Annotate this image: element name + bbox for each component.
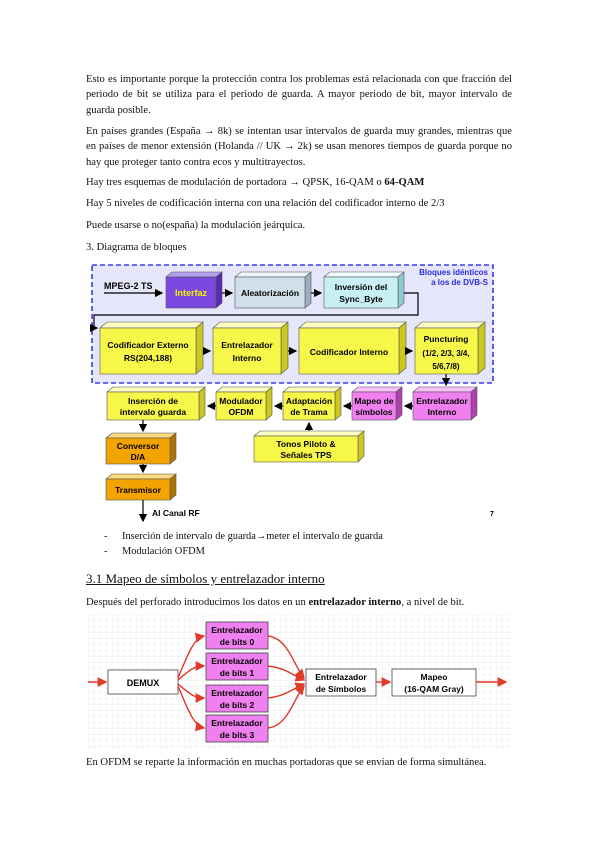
block-insercion-intervalo: Inserción de intervalo guarda	[106, 386, 206, 421]
arrow-icon: →	[283, 141, 295, 153]
dvb-t-block-diagram: Bloques idénticos a los de DVB-S MPEG-2 …	[89, 264, 494, 523]
block-label: símbolos	[355, 407, 393, 417]
bold-term: entrelazador interno	[308, 597, 402, 608]
block-codificador-externo: Codificador Externo RS(204,188)	[99, 321, 204, 375]
block-label: 5/6,7/8)	[432, 362, 459, 371]
dvb-s-note: Bloques idénticos	[419, 268, 488, 277]
block-label: Entrelazador	[211, 718, 263, 728]
block-label: de bits 3	[220, 730, 255, 740]
block-mapeo: Mapeo (16-QAM Gray)	[391, 668, 477, 697]
output-label: Al Canal RF	[152, 508, 200, 518]
slide-page-number: 7	[490, 511, 494, 518]
block-label: Entrelazador	[211, 688, 263, 698]
block-label: intervalo guarda	[120, 407, 186, 417]
block-label: Mapeo	[421, 672, 448, 682]
text-span: , a nivel de bit.	[401, 597, 465, 608]
section-heading: 3.1 Mapeo de símbolos y entrelazador int…	[86, 571, 325, 586]
text-span: Hay tres esquemas de modulación de porta…	[86, 177, 290, 188]
block-label: Entrelazador	[211, 625, 263, 635]
arrow-icon: →	[255, 531, 267, 542]
text-span: 2k) se usan menores tiempos de guarda po…	[86, 141, 513, 168]
block-label: Tonos Piloto &	[276, 439, 335, 449]
block-label: RS(204,188)	[124, 353, 172, 363]
block-puncturing: Puncturing (1/2, 2/3, 3/4, 5/6,7/8)	[414, 321, 486, 375]
block-label: Modulador	[219, 396, 263, 406]
block-entrelazador-bits-3: Entrelazador de bits 3	[205, 714, 269, 743]
block-label: de bits 1	[220, 668, 255, 678]
paragraph-coding-levels: Hay 5 niveles de codificación interna co…	[86, 198, 445, 209]
block-aleatorizacion: Aleatorización	[234, 271, 312, 309]
interleaver-diagram: DEMUX Entrelazador de bits 0 Entrelazado…	[88, 614, 512, 750]
block-label: Sync_Byte	[339, 294, 383, 304]
block-conversor-da: Conversor D/A	[105, 432, 177, 465]
block-entrelazador-interno-a: Entrelazador Interno	[212, 321, 289, 375]
block-label: Codificador Interno	[310, 347, 388, 357]
block-label: de bits 0	[220, 637, 255, 647]
text-span: Después del perforado introducimos los d…	[86, 597, 309, 608]
text-span: Modulación OFDM	[122, 546, 205, 557]
list-dash: -	[104, 531, 108, 542]
heading-block-diagram: 3. Diagrama de bloques	[86, 242, 187, 253]
text-span: 8k) se intentan usar intervalos de guard…	[86, 126, 512, 153]
block-label: Conversor	[117, 441, 160, 451]
block-label: Aleatorización	[241, 288, 299, 298]
block-label: Interno	[233, 353, 262, 363]
block-label: de Trama	[290, 407, 328, 417]
text-span: meter el intervalo de guarda	[266, 531, 383, 542]
block-label: Señales TPS	[280, 450, 331, 460]
block-label: de bits 2	[220, 700, 255, 710]
block-label: Transmisor	[115, 485, 162, 495]
paragraph-country-sizes: En países grandes (España → 8k) se inten…	[86, 124, 512, 170]
block-label: de Símbolos	[316, 684, 367, 694]
block-label: DEMUX	[127, 678, 160, 688]
block-label: Interno	[428, 407, 457, 417]
block-label: Codificador Externo	[107, 340, 188, 350]
block-entrelazador-bits-1: Entrelazador de bits 1	[205, 652, 269, 681]
block-entrelazador-simbolos: Entrelazador de Símbolos	[305, 668, 377, 697]
block-label: Entrelazador	[416, 396, 468, 406]
list-dash: -	[104, 546, 108, 557]
block-mapeo-simbolos: Mapeo de símbolos	[351, 386, 403, 421]
block-label: Puncturing	[424, 334, 469, 344]
paragraph-guard-period: Esto es importante porque la protección …	[86, 74, 512, 116]
block-entrelazador-bits-2: Entrelazador de bits 2	[205, 684, 269, 713]
paragraph-modulation-schemes: Hay tres esquemas de modulación de porta…	[86, 175, 512, 190]
paragraph-hierarchical: Puede usarse o no(españa) la modulación …	[86, 220, 306, 231]
block-adaptacion-trama: Adaptación de Trama	[282, 386, 342, 421]
block-label: Interfaz	[175, 288, 208, 298]
block-label: (1/2, 2/3, 3/4,	[422, 349, 469, 358]
block-label: D/A	[131, 452, 146, 462]
block-interfaz: Interfaz	[165, 271, 223, 309]
text-span: Inserción de intervalo de guarda	[122, 531, 256, 542]
block-entrelazador-bits-0: Entrelazador de bits 0	[205, 621, 269, 650]
arrow-icon: →	[203, 126, 215, 137]
block-tonos-piloto: Tonos Piloto & Señales TPS	[253, 430, 365, 463]
block-transmisor: Transmisor	[105, 473, 177, 501]
block-label: Inserción de	[128, 396, 178, 406]
text-span: QPSK, 16-QAM o	[299, 177, 385, 188]
block-modulador-ofdm: Modulador OFDM	[215, 386, 273, 421]
block-label: Entrelazador	[315, 672, 367, 682]
block-label: (16-QAM Gray)	[404, 684, 464, 694]
dvb-s-note: a los de DVB-S	[431, 278, 489, 287]
block-label: Mapeo de	[354, 396, 393, 406]
block-inversion-sync: Inversión del Sync_Byte	[323, 271, 405, 309]
block-label: Entrelazador	[211, 656, 263, 666]
block-label: Adaptación	[286, 396, 332, 406]
paragraph-ofdm: En OFDM se reparte la información en muc…	[86, 757, 487, 768]
block-entrelazador-interno-b: Entrelazador Interno	[412, 386, 478, 421]
block-label: OFDM	[228, 407, 253, 417]
bold-term: 64-QAM	[384, 177, 425, 188]
arrow-icon: →	[289, 177, 300, 188]
block-label: Inversión del	[335, 282, 387, 292]
block-label: Entrelazador	[221, 340, 273, 350]
input-label: MPEG-2 TS	[104, 281, 153, 291]
block-demux: DEMUX	[107, 669, 179, 695]
paragraph-interleaver: Después del perforado introducimos los d…	[86, 595, 512, 610]
block-codificador-interno: Codificador Interno	[298, 321, 407, 375]
text-span: En países grandes (España	[86, 126, 204, 137]
